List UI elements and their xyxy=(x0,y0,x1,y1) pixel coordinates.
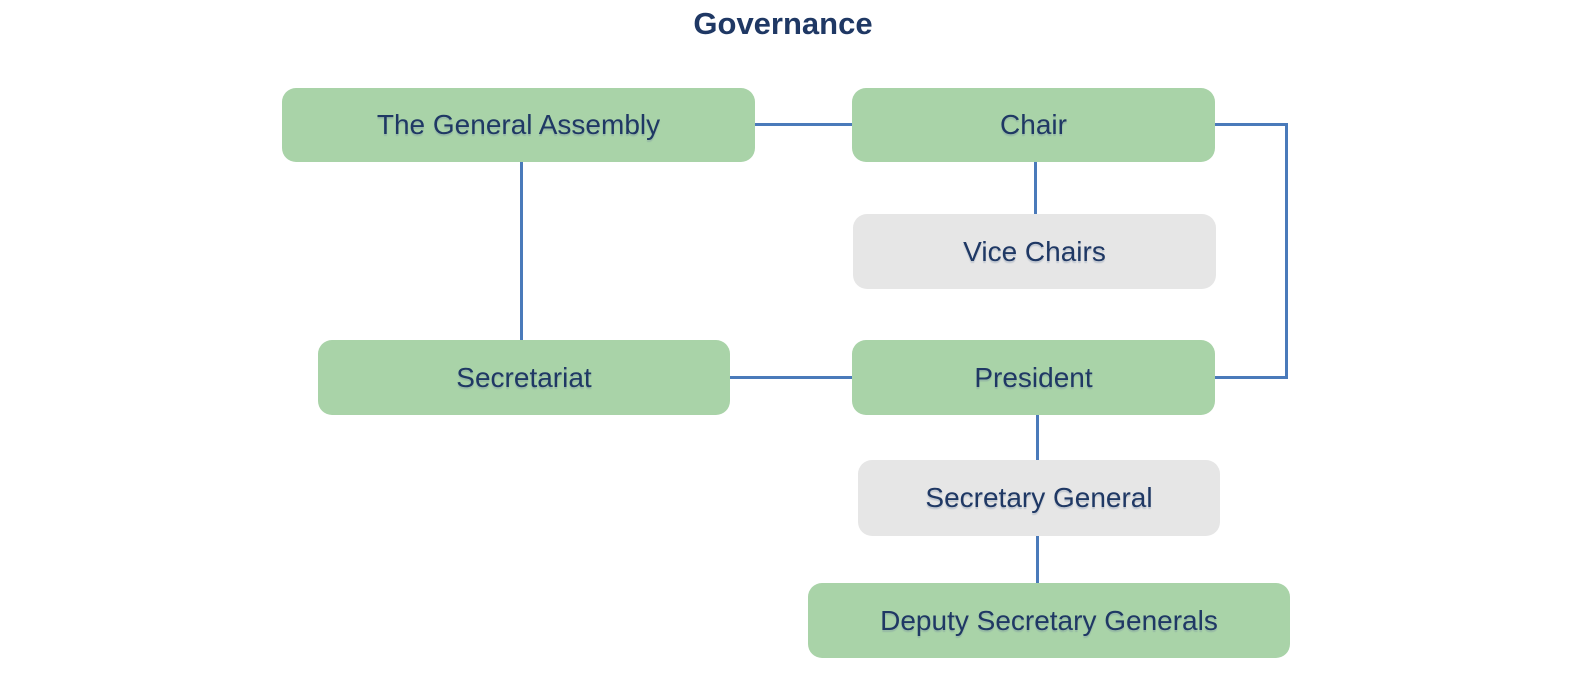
node-secretary-general: Secretary General xyxy=(858,460,1220,536)
node-vice-chairs-label: Vice Chairs xyxy=(963,235,1106,267)
node-chair-label: Chair xyxy=(1000,109,1067,140)
node-general-assembly-label: The General Assembly xyxy=(376,109,661,140)
diagram-title: Governance xyxy=(693,6,873,41)
node-president: President xyxy=(852,340,1215,415)
connector-secretary-general-deputy-secretary-generals xyxy=(1036,536,1039,583)
connector-chair-president-vertical-segment xyxy=(1285,123,1288,379)
node-secretary-general-label: Secretary General xyxy=(925,482,1153,513)
connector-chair-president-bottom-segment xyxy=(1215,376,1285,379)
connector-chair-president-top-segment xyxy=(1215,123,1288,126)
node-vice-chairs: Vice Chairs xyxy=(853,214,1216,289)
node-chair: Chair xyxy=(852,88,1215,162)
node-general-assembly: The General Assembly xyxy=(282,88,755,162)
node-president-label: President xyxy=(974,361,1093,393)
connector-president-secretary-general xyxy=(1036,415,1039,460)
node-deputy-secretary-generals-label: Deputy Secretary Generals xyxy=(880,604,1218,636)
connector-general-assembly-chair xyxy=(755,123,852,126)
connector-secretariat-president xyxy=(730,376,852,379)
node-secretariat-label: Secretariat xyxy=(456,361,592,393)
connector-general-assembly-secretariat xyxy=(520,162,523,340)
node-secretariat: Secretariat xyxy=(318,340,730,415)
node-deputy-secretary-generals: Deputy Secretary Generals xyxy=(808,583,1290,658)
connector-chair-vice-chairs xyxy=(1034,162,1037,214)
